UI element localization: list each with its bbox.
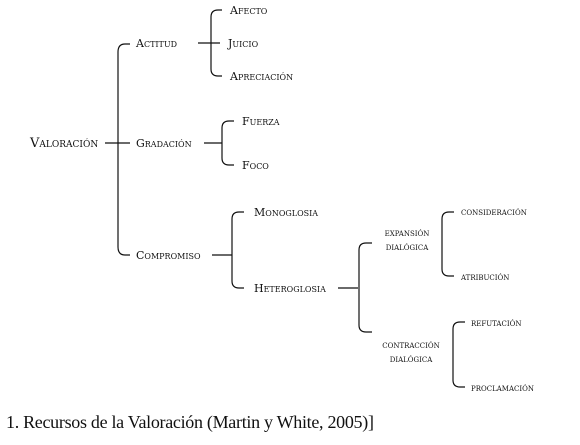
- heteroglosia-branches: [338, 242, 372, 333]
- root-bracket: [117, 43, 130, 256]
- node-contraccion-line2: dialógica: [390, 354, 434, 365]
- node-actitud: Actitud: [135, 37, 177, 50]
- actitud-bracket: [210, 9, 222, 77]
- node-contraccion-line1: contracción: [382, 340, 440, 351]
- node-foco: Foco: [242, 159, 269, 172]
- gradacion-branches: [204, 120, 234, 166]
- node-juicio: Juicio: [227, 37, 259, 50]
- expansion-branches: [441, 211, 454, 277]
- contraccion-bracket: [452, 321, 465, 388]
- expansion-bracket: [441, 211, 454, 277]
- compromiso-bracket: [231, 211, 244, 289]
- contraccion-branches: [452, 321, 465, 388]
- node-refutacion: refutación: [471, 318, 521, 329]
- tree-svg: Valoración Actitud Gradación Compromiso …: [29, 4, 534, 394]
- node-heteroglosia: Heteroglosia: [254, 282, 326, 295]
- node-afecto: Afecto: [229, 4, 268, 17]
- node-fuerza: Fuerza: [242, 115, 280, 128]
- node-apreciacion: Apreciación: [229, 70, 293, 83]
- compromiso-branches: [212, 211, 244, 289]
- heteroglosia-bracket: [358, 242, 372, 333]
- gradacion-bracket: [221, 120, 234, 166]
- node-compromiso: Compromiso: [136, 249, 201, 262]
- node-expansion-line2: dialógica: [386, 242, 430, 253]
- node-monoglosia: Monoglosia: [254, 206, 318, 219]
- node-valoracion: Valoración: [29, 136, 98, 151]
- node-gradacion: Gradación: [136, 137, 192, 150]
- actitud-branches: [198, 9, 222, 77]
- root-branches: [105, 43, 130, 256]
- node-expansion-line1: expansión: [385, 228, 430, 239]
- node-atribucion: atribución: [460, 272, 509, 283]
- node-proclamacion: proclamación: [471, 383, 534, 394]
- node-consideracion: consideración: [461, 207, 527, 218]
- figure-caption: 1. Recursos de la Valoración (Martin y W…: [6, 412, 374, 432]
